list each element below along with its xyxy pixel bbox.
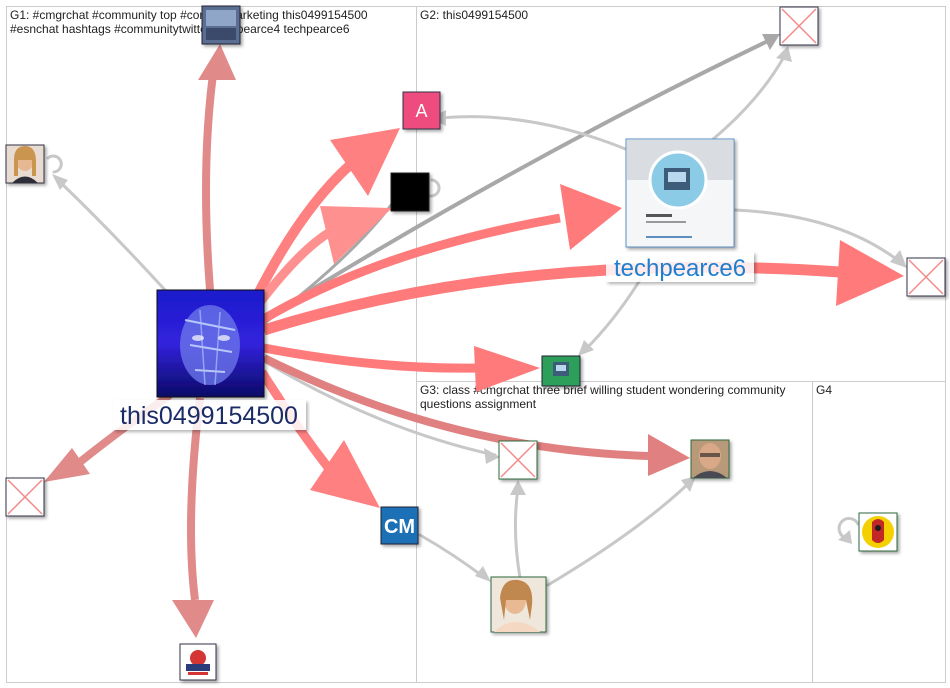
grey-edges: [46, 34, 907, 587]
arrowhead: [648, 434, 690, 476]
edge-self-loop-black: [428, 178, 441, 198]
arrowhead: [310, 440, 380, 508]
node-cm-logo[interactable]: CM: [380, 506, 419, 545]
edge-cm-to-woman: [418, 533, 487, 580]
node-bald-man[interactable]: [690, 439, 730, 479]
node-missing-right[interactable]: [906, 257, 946, 297]
arrowhead: [681, 476, 696, 492]
hub-label-group-main: this0499154500: [113, 400, 306, 430]
node-hub-techpearce6[interactable]: [625, 138, 735, 248]
edge-hub-to-bald-man: [262, 354, 649, 460]
arrowhead: [510, 480, 526, 495]
group-boxes: [6, 6, 946, 683]
arrowhead: [838, 530, 852, 544]
edge-hub-to-small-square: [263, 343, 481, 373]
group-label-g4: G4: [816, 383, 832, 397]
hub-label-techpearce6: techpearce6: [614, 255, 746, 282]
node-black-square[interactable]: [390, 172, 430, 212]
hub-label-main: this0499154500: [120, 402, 298, 430]
edge-techpearce6-to-a: [438, 115, 630, 152]
hub-label-group-second: techpearce6: [606, 252, 754, 282]
edge-hub-to-techpearce6: [259, 213, 561, 324]
group-box-g3: [416, 381, 813, 683]
edge-techpearce6-to-right-x: [733, 208, 902, 264]
arrowhead: [890, 250, 907, 268]
cm-logo-text: CM: [384, 516, 415, 538]
arrowhead: [560, 184, 622, 250]
edge-woman-to-bald-man: [546, 480, 692, 587]
edge-hub-to-black-red: [254, 228, 333, 308]
edge-hub-to-woman-avatar: [58, 180, 167, 292]
node-top-g1[interactable]: [201, 5, 241, 45]
arrowhead: [474, 346, 540, 392]
group-box-g4: [812, 381, 946, 683]
group-label-g3: G3: class #cmgrchat three brief willing …: [420, 383, 786, 397]
edge-hub-to-top-node: [202, 59, 219, 291]
edge-hub-to-top-right: [260, 38, 772, 322]
group-label-g3-line2: questions assignment: [420, 397, 537, 411]
node-woman-avatar[interactable]: [5, 144, 45, 184]
arrowhead: [578, 340, 594, 356]
edge-self-loop-g4: [837, 516, 860, 540]
node-community-logo[interactable]: [179, 643, 217, 681]
arrowhead: [198, 44, 236, 80]
edge-hub-to-a: [250, 161, 354, 303]
node-missing-top-right[interactable]: [779, 6, 819, 46]
node-g4-emblem[interactable]: [858, 512, 898, 552]
node-missing-g3[interactable]: [498, 440, 538, 480]
node-a-avatar[interactable]: A: [402, 91, 441, 130]
node-woman-g3[interactable]: [490, 576, 547, 633]
edge-self-loop-woman: [46, 154, 63, 174]
arrowhead: [172, 600, 214, 638]
node-hub-this0499154500[interactable]: [156, 289, 265, 398]
edge-techpearce6-to-top-right: [710, 53, 787, 142]
edge-hub-to-g3-x: [260, 358, 497, 457]
arrowhead: [52, 174, 68, 190]
arrowhead: [484, 448, 500, 464]
a-avatar-letter: A: [415, 101, 427, 121]
arrowhead: [836, 240, 904, 306]
group-label-g1-line2: #esnchat hashtags #communitytwitter tech…: [10, 22, 350, 36]
arrowhead: [320, 206, 392, 264]
edge-techpearce6-to-small-square: [583, 278, 642, 352]
group-label-g1: G1: #cmgrchat #community top #contentmar…: [10, 8, 368, 22]
arrowhead: [44, 448, 90, 482]
edge-woman-to-g3-x: [513, 486, 522, 580]
arrowhead: [776, 46, 792, 62]
node-missing-left[interactable]: [5, 477, 45, 517]
arrowhead: [475, 566, 491, 582]
nodes: A CM: [5, 5, 946, 681]
arrowhead: [330, 128, 400, 196]
arrowhead: [762, 34, 780, 50]
node-small-green[interactable]: [541, 355, 581, 387]
group-label-g2: G2: this0499154500: [420, 8, 528, 22]
